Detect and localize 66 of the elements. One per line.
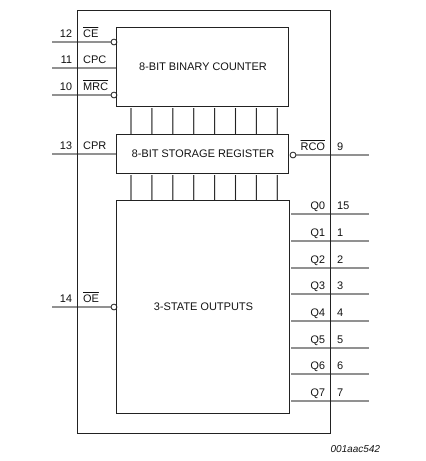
block-box [116,27,290,108]
pin-name: Q0 [310,200,325,213]
pin-number: 3 [337,280,344,293]
pin-name: Q5 [310,334,325,347]
pin-line [291,213,369,215]
pin-number: 13 [60,140,72,153]
bus-line [256,175,257,201]
pin-name: Q2 [310,254,325,267]
pin-name: CE [83,28,98,41]
pin-number: 12 [60,28,72,41]
pin-name: CPC [83,54,106,67]
pin-number: 15 [337,200,350,213]
pin-line [291,347,369,349]
pin-number: 7 [337,387,344,400]
bus-line [172,175,174,201]
pin-line [290,152,369,158]
pin-number: 14 [60,293,72,306]
pin-line [291,320,369,322]
pin-line [52,38,118,46]
bus-line [193,175,194,201]
pin-line [52,92,118,98]
bus-line [234,175,236,201]
pin-number: 4 [337,307,344,320]
pin-name: Q6 [310,360,325,373]
pin-name: Q1 [310,227,325,240]
bus-line [151,175,152,201]
figure-id: 001aac542 [330,443,380,456]
bus-line [276,108,278,135]
block-box [116,134,290,174]
bus-line [256,108,257,135]
pin-line [291,373,369,375]
pin-name: OE [83,293,99,306]
bus-line [130,108,132,135]
block-label: 8-BIT STORAGE REGISTER [132,148,274,160]
pin-name: Q3 [310,280,325,293]
pin-number: 1 [337,227,344,240]
block-box [116,200,290,414]
bus-line [130,175,132,201]
bus-line [214,108,216,135]
bus-line [151,108,152,135]
pin-name: Q7 [310,387,325,400]
bus-line [214,175,216,201]
pin-line [52,67,117,69]
bus-line [193,108,194,135]
bus-line [234,108,236,135]
pin-number: 10 [60,81,72,94]
pin-line [291,240,369,242]
bus-line [276,175,278,201]
pin-line [52,304,118,310]
pin-name: Q4 [310,307,325,320]
pin-line [291,293,369,295]
pin-name: RCO [300,141,325,154]
pin-name: MRC [83,81,108,94]
pin-line [52,153,117,155]
pin-number: 2 [337,254,344,267]
pin-number: 5 [337,334,344,347]
pin-line [291,400,369,402]
ic-outline [77,10,331,434]
block-label: 3-STATE OUTPUTS [154,301,253,314]
pin-number: 9 [337,141,344,154]
pin-line [291,267,369,269]
pin-number: 11 [60,54,72,67]
block-label: 8-BIT BINARY COUNTER [139,61,267,74]
pin-name: CPR [83,140,106,153]
pin-number: 6 [337,360,344,373]
bus-line [172,108,174,135]
